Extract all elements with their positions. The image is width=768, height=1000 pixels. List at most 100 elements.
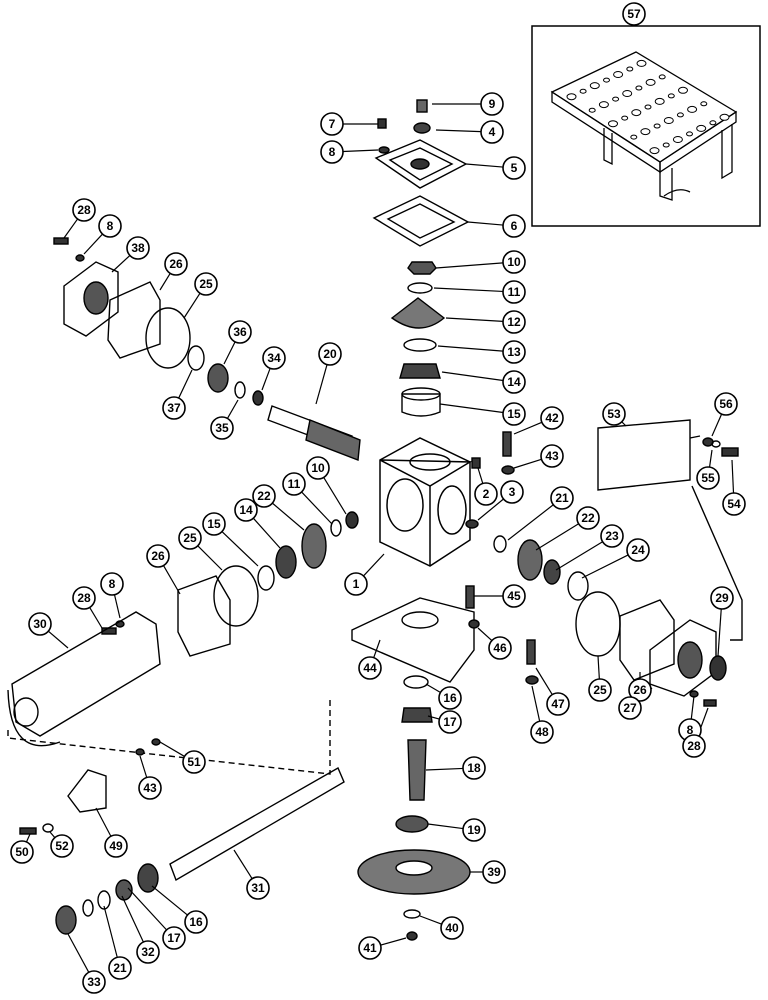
leader-line-26 [159,273,171,291]
callout-circle [126,236,150,260]
callout-circle [438,710,462,734]
plate-hole [696,124,707,132]
callout-number: 2 [483,487,490,501]
callout-circle [320,112,344,136]
leader-line-10 [323,477,347,515]
callout-number: 5 [511,161,518,175]
callout-number: 8 [329,145,336,159]
callout-23: 23 [600,524,624,548]
callout-number: 19 [467,823,481,837]
callout-number: 49 [109,839,123,853]
callout-circle [194,272,218,296]
plate-hole [687,105,698,113]
callout-circle [98,214,122,238]
callout-number: 16 [189,915,203,929]
callout-4: 4 [480,120,504,144]
callout-21: 21 [108,956,132,980]
callout-46: 46 [488,636,512,660]
callout-number: 12 [507,315,521,329]
callout-circle [10,840,34,864]
callout-circle [262,346,286,370]
leader-line-18 [425,767,464,771]
callout-circle [138,776,162,800]
leader-line-12 [445,317,504,322]
callout-29: 29 [710,586,734,610]
leader-line-24 [581,554,629,579]
callout-circle [246,876,270,900]
leader-line-8 [342,149,379,153]
callout-47: 47 [546,692,570,716]
callout-circle [714,392,738,416]
callout-circle [588,678,612,702]
leader-line-20 [315,364,328,405]
leader-line-1 [363,553,385,577]
callout-number: 51 [187,755,201,769]
callout-circle [618,696,642,720]
callout-16: 16 [438,686,462,710]
callout-circle [104,834,128,858]
callout-number: 39 [487,865,501,879]
callout-number: 8 [109,577,116,591]
plate-hole [608,120,618,128]
leader-line-16 [425,683,441,693]
callout-28: 28 [72,198,96,222]
callout-number: 1 [353,577,360,591]
leader-line-53 [621,421,627,427]
callout-circle [546,692,570,716]
callout-number: 38 [131,241,145,255]
leader-line-25 [197,545,223,571]
callout-circle [502,214,526,238]
plate-hole [631,109,642,117]
leader-line-42 [513,421,543,435]
callout-45: 45 [502,584,526,608]
callout-number: 6 [511,219,518,233]
leader-line-17 [127,887,167,931]
callout-circle [210,416,234,440]
leader-line-38 [111,255,131,273]
callout-number: 29 [715,591,729,605]
callout-number: 52 [55,839,69,853]
callout-circle [164,252,188,276]
callout-number: 25 [183,531,197,545]
leader-line-11 [433,287,504,293]
leader-line-54 [731,459,735,494]
plate-hole [700,101,708,107]
leader-line-56 [711,413,723,437]
callout-56: 56 [714,392,738,416]
gearbox-housing [379,437,473,567]
plate-hole [579,88,587,94]
plate-hole [566,93,577,101]
leader-line-31 [233,849,253,880]
callout-circle [282,472,306,496]
leader-line-14 [441,371,504,382]
callout-16: 16 [184,910,208,934]
callout-number: 45 [507,589,521,603]
callout-number: 40 [445,921,459,935]
leader-line-5 [465,163,504,168]
right-gear-set [465,431,727,707]
callout-circle [502,310,526,334]
leader-line-44 [373,639,381,658]
callout-26: 26 [628,678,652,702]
callout-number: 18 [467,761,481,775]
callout-number: 17 [443,715,457,729]
leader-line-23 [555,541,603,571]
callout-circle [626,538,650,562]
callout-number: 44 [363,661,377,675]
callout-number: 20 [323,347,337,361]
callout-number: 37 [167,401,181,415]
callout-17: 17 [162,926,186,950]
leader-line-47 [535,667,553,695]
lower-left-parts [7,611,345,935]
leader-line-30 [47,630,69,649]
plate-hole [709,120,717,126]
callout-number: 14 [239,503,253,517]
callout-24: 24 [626,538,650,562]
callout-circle [474,482,498,506]
callout-18: 18 [462,756,486,780]
callout-circle [202,512,226,536]
plate-hole [589,82,600,90]
callout-25: 25 [588,678,612,702]
callout-circle [182,750,206,774]
